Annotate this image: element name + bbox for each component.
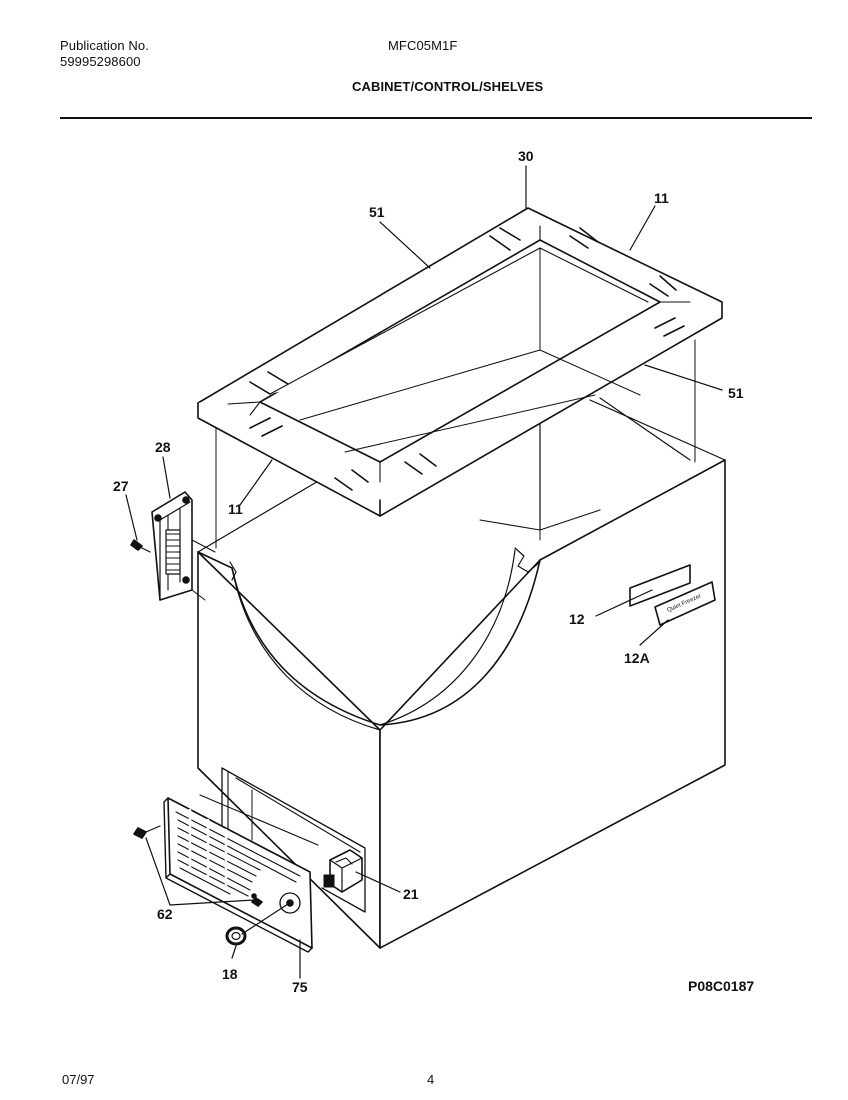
callout-12: 12 [569, 611, 585, 627]
callout-labels: 30 51 11 51 28 27 11 12 12A 21 62 18 75 [113, 148, 744, 995]
section-title: CABINET/CONTROL/SHELVES [352, 79, 544, 94]
callout-30: 30 [518, 148, 534, 164]
front-grille [163, 797, 313, 953]
publication-number: 59995298600 [60, 54, 141, 69]
lid-hinge [151, 491, 216, 601]
grille-screws [133, 825, 263, 907]
publication-label: Publication No. [60, 38, 149, 53]
control-knob [225, 926, 247, 946]
leader-lines [125, 165, 723, 979]
callout-75: 75 [292, 979, 308, 995]
header-rule [60, 117, 812, 119]
cabinet [197, 339, 726, 949]
callout-62: 62 [157, 906, 173, 922]
label-tag: Quiet Freezer [654, 581, 716, 626]
callout-11-top: 11 [654, 190, 669, 206]
page-number: 4 [427, 1072, 435, 1087]
model-number: MFC05M1F [388, 38, 458, 53]
hinge-screw [130, 539, 151, 553]
callout-21: 21 [403, 886, 419, 902]
footer-date: 07/97 [62, 1072, 95, 1087]
temperature-control [323, 849, 363, 893]
callout-11-left: 11 [228, 501, 243, 517]
callout-12a: 12A [624, 650, 650, 666]
breaker-frame [197, 207, 723, 517]
callout-51-right: 51 [728, 385, 744, 401]
callout-51-top: 51 [369, 204, 385, 220]
callout-28: 28 [155, 439, 171, 455]
drawing-reference: P08C0187 [688, 978, 755, 994]
callout-27: 27 [113, 478, 129, 494]
callout-18: 18 [222, 966, 238, 982]
